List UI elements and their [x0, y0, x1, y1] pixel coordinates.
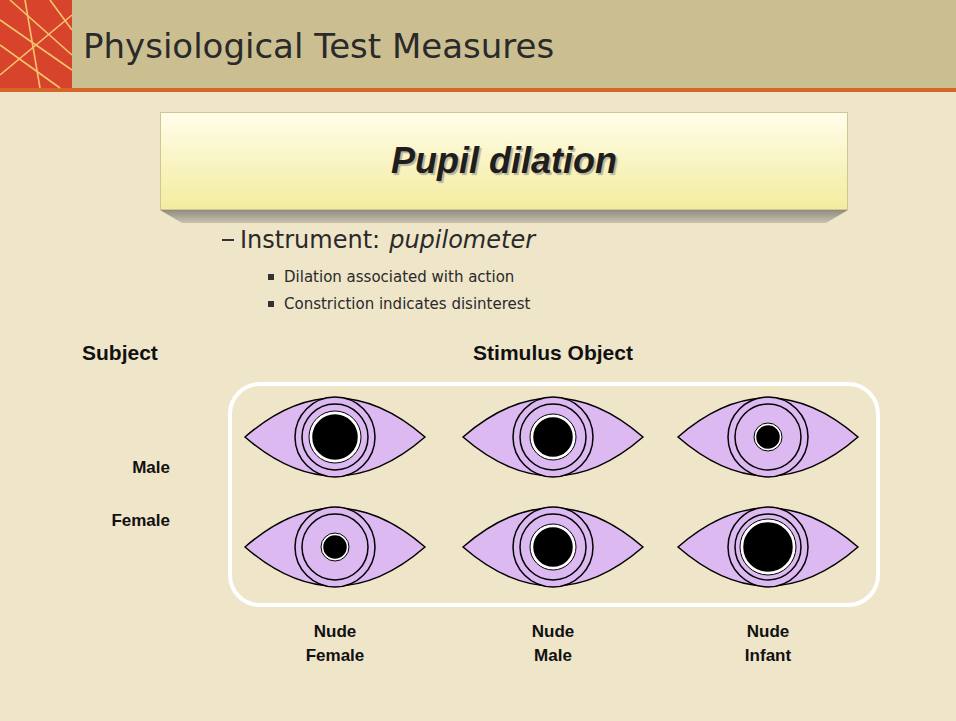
row-label: Female: [111, 511, 170, 531]
slide-title: Physiological Test Measures: [83, 26, 554, 66]
eye: [463, 507, 643, 587]
bullet-text: pupilometer: [389, 226, 535, 254]
square-bullet: [268, 301, 274, 307]
axis-heading: Subject: [82, 341, 158, 365]
column-label: Nude Female: [299, 620, 371, 668]
dash-bullet: [222, 239, 234, 241]
axis-heading: Stimulus Object: [473, 341, 633, 365]
banner-heading: Pupil dilation: [371, 140, 637, 182]
eye-grid: [245, 397, 858, 587]
column-label: Nude Infant: [732, 620, 804, 668]
row-label: Male: [132, 458, 170, 478]
header-rule: [0, 88, 956, 92]
eye-panel: [230, 384, 878, 605]
eye: [245, 507, 425, 587]
eye: [678, 507, 858, 587]
eye: [245, 397, 425, 477]
sub-bullet-text: Constriction indicates disinterest: [284, 295, 530, 313]
eye: [678, 397, 858, 477]
logo-mark: [0, 0, 72, 88]
square-bullet: [268, 274, 274, 280]
eye: [463, 397, 643, 477]
banner-bevel: [160, 210, 848, 223]
heading-banner: Pupil dilation: [160, 112, 848, 210]
column-label: Nude Male: [517, 620, 589, 668]
sub-bullet-text: Dilation associated with action: [284, 268, 514, 286]
header-band: [0, 0, 956, 88]
bullet-text: Instrument:: [240, 226, 380, 254]
